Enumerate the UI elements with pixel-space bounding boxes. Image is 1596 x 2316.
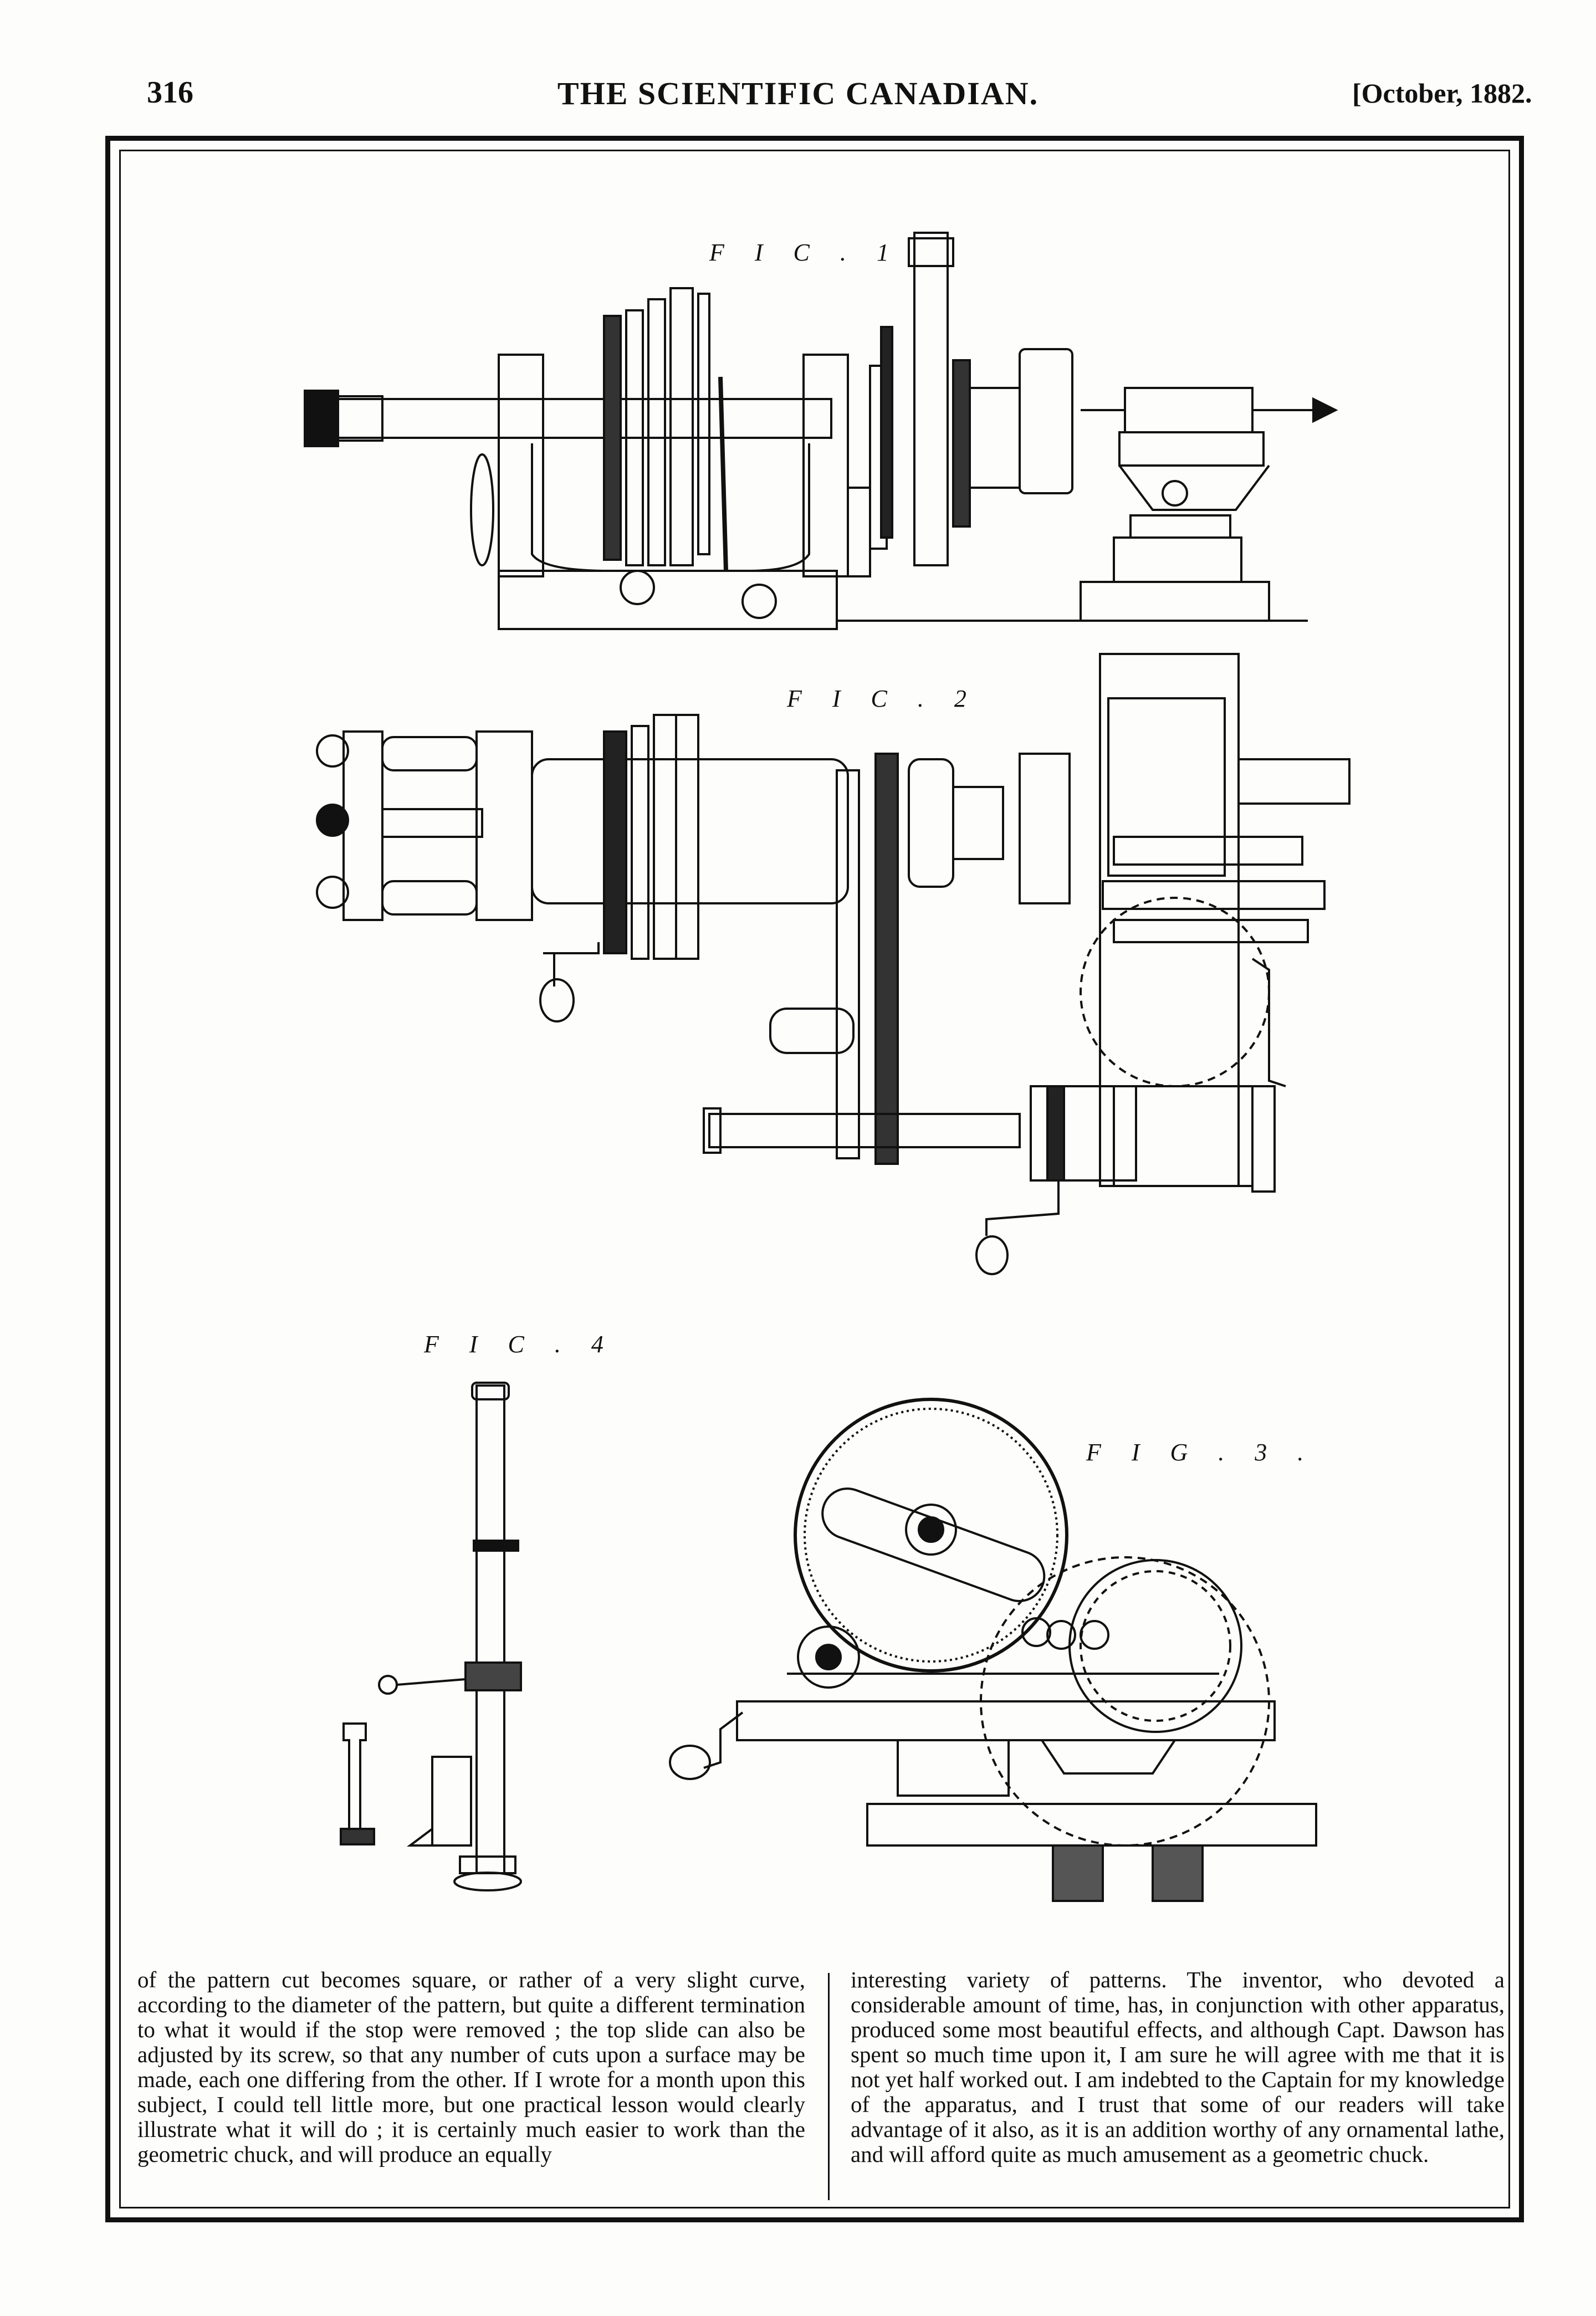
- page-number: 316: [147, 75, 193, 110]
- figure-4-label: F I C . 4: [423, 1331, 616, 1358]
- issue-date: [October, 1882.: [1352, 78, 1532, 109]
- article-right-column: interesting variety of patterns. The inv…: [851, 1967, 1505, 2167]
- figure-1-label: F I C . 1: [709, 239, 901, 266]
- figure-3-label: F I G . 3 .: [1086, 1439, 1316, 1466]
- figure-2-label: F I C . 2: [786, 685, 979, 712]
- article-left-text: of the pattern cut becomes square, or ra…: [137, 1967, 805, 2167]
- plate-frame: [105, 136, 1524, 2222]
- figure-4: F I C . 4: [340, 1331, 616, 1891]
- figure-2: F I C . 2: [316, 653, 1351, 1275]
- column-divider: [828, 1973, 830, 2200]
- figure-3: F I G . 3 .: [669, 1398, 1317, 1902]
- figure-1: F I C . 1: [304, 232, 1338, 630]
- lathe-engravings: F I C . 1: [304, 232, 1351, 1902]
- article-right-text: interesting variety of patterns. The inv…: [851, 1967, 1505, 2167]
- journal-title: THE SCIENTIFIC CANADIAN.: [557, 75, 1039, 111]
- page-header: 316 THE SCIENTIFIC CANADIAN. [October, 1…: [0, 75, 1596, 125]
- engraving-plate: F I C . 1: [304, 232, 1351, 1902]
- article-left-column: of the pattern cut becomes square, or ra…: [137, 1967, 805, 2167]
- plate-inner-border: [119, 150, 1510, 2208]
